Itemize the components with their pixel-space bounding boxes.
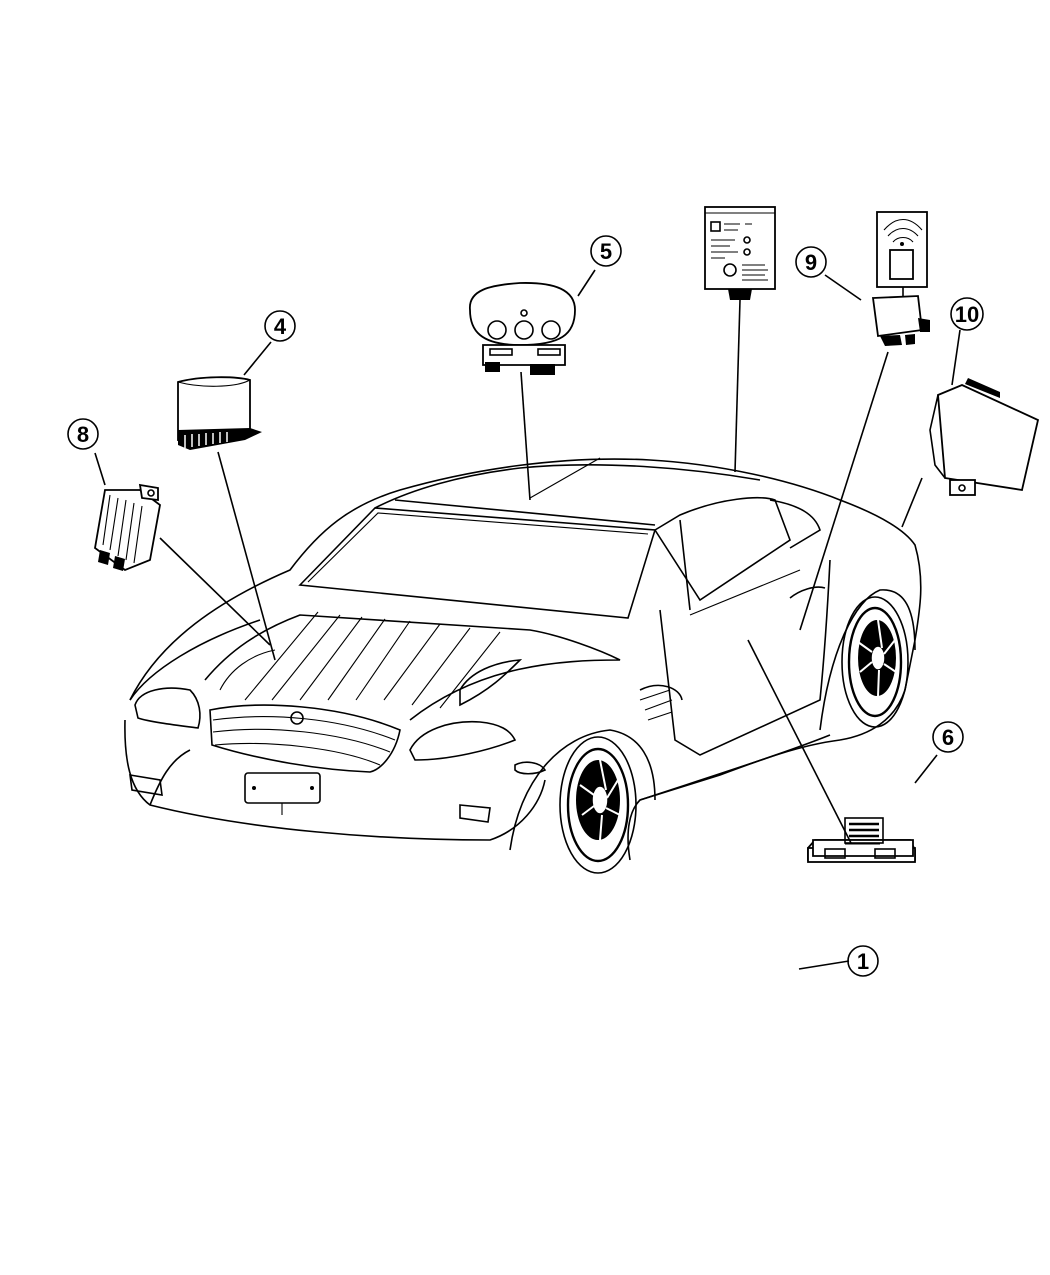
rear-wheel [819,589,916,731]
callout-4: 4 [264,310,296,342]
part-10-module [929,378,1040,496]
callout-label-1: 1 [857,949,869,974]
part-4-module [177,376,262,450]
part-center-module [704,206,776,300]
part-5-module [469,282,576,375]
callout-9: 9 [795,246,827,278]
callout-8: 8 [67,418,99,450]
car-illustration [124,457,922,874]
callout-label-6: 6 [942,725,954,750]
part-6-module [807,817,916,863]
callout-6: 6 [932,721,964,753]
callout-label-9: 9 [805,250,817,275]
part-8-module [94,483,161,572]
part-9-module [871,211,930,346]
callout-label-8: 8 [77,422,89,447]
callout-label-4: 4 [274,314,287,339]
callout-5: 5 [590,235,622,267]
callout-10: 10 [950,297,984,331]
front-wheel [509,729,656,874]
leader-lines [94,269,961,970]
callout-1: 1 [847,945,879,977]
callout-label-10: 10 [955,302,979,327]
callout-label-5: 5 [600,239,612,264]
